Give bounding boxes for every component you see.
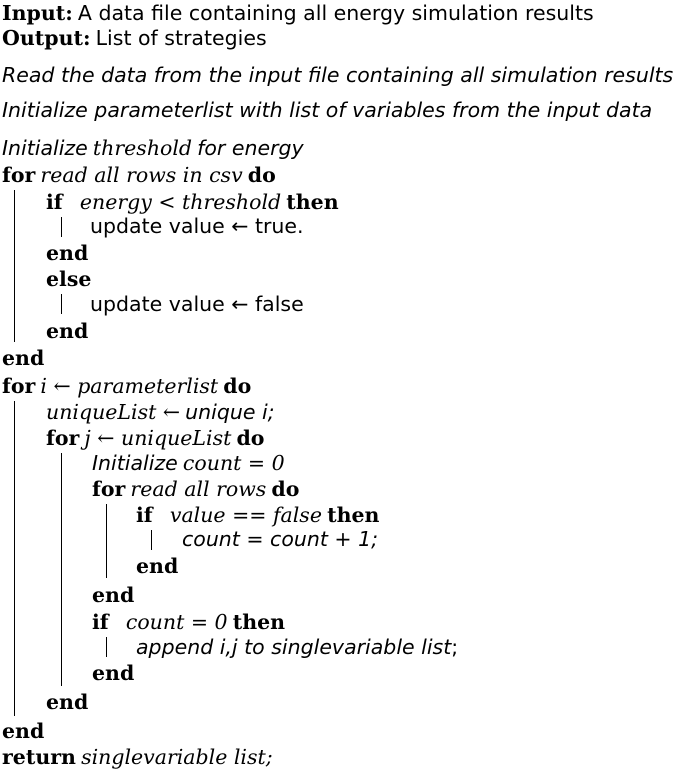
for-uniquelist-cond: j ← uniqueList	[84, 426, 232, 450]
append-line: append i,j to singlevariable list;	[136, 634, 458, 661]
input-line: Input: A data file containing all energy…	[2, 0, 594, 27]
assign-true-line: update value ← true.	[90, 214, 304, 238]
end-if2: end	[136, 554, 179, 578]
for3-scope-bar	[61, 453, 62, 686]
init-threshold-prefix: Initialize	[2, 136, 88, 160]
for-rows-csv-cond: read all rows in csv	[40, 163, 243, 187]
if2-scope-bar	[151, 530, 152, 550]
for-keyword: for	[46, 426, 80, 450]
if-value-cond: value == false	[169, 503, 322, 527]
for-all-rows-line: for read all rows do	[92, 476, 299, 503]
end-for2: end	[2, 719, 45, 743]
assign-false-line: update value ← false	[90, 292, 304, 316]
then-keyword: then	[232, 610, 286, 634]
for1-scope-bar	[14, 190, 15, 342]
unique-list-rhs: unique i;	[185, 400, 275, 424]
for-rows-csv-line: for read all rows in csv do	[2, 162, 276, 189]
if-keyword: if	[92, 610, 109, 634]
end-else: end	[46, 319, 89, 343]
step-read-data: Read the data from the input file contai…	[2, 63, 674, 87]
count-increment-line: count = count + 1;	[182, 527, 379, 551]
if-energy-cond: energy < threshold	[79, 190, 282, 214]
init-count-line: Initialize count = 0	[92, 450, 285, 477]
then-keyword: then	[286, 190, 339, 214]
for-keyword: for	[2, 374, 36, 398]
unique-list-lhs: uniqueList ←	[46, 400, 181, 424]
unique-list-line: uniqueList ← unique i;	[46, 399, 275, 426]
end-for4: end	[92, 583, 135, 607]
do-keyword: do	[247, 163, 276, 187]
if-energy-line: if energy < threshold then	[46, 189, 339, 216]
then-keyword: then	[327, 503, 380, 527]
for-uniquelist-line: for j ← uniqueList do	[46, 425, 264, 452]
for2-scope-bar	[14, 401, 15, 716]
if3-scope-bar	[106, 637, 107, 657]
if1-scope-bar	[61, 217, 62, 237]
output-text: List of strategies	[95, 26, 267, 50]
end-if3: end	[92, 661, 135, 685]
if-count-line: if count = 0 then	[92, 609, 285, 636]
input-label: Input:	[2, 1, 73, 25]
init-count-prefix: Initialize	[92, 451, 178, 475]
for-parameterlist-line: for i ← parameterlist do	[2, 373, 251, 400]
return-line: return singlevariable list;	[2, 744, 273, 771]
if-keyword: if	[136, 503, 153, 527]
return-expr: singlevariable list;	[81, 745, 273, 769]
step-init-parameterlist: Initialize parameterlist with list of va…	[2, 98, 653, 122]
for4-scope-bar	[106, 504, 107, 578]
else-scope-bar	[61, 294, 62, 314]
append-text: append i,j to singlevariable list	[136, 635, 452, 659]
end-for1: end	[2, 346, 45, 370]
append-semicolon: ;	[451, 635, 459, 659]
init-threshold-line: Initialize threshold for energy	[2, 135, 304, 162]
end-if1: end	[46, 241, 89, 265]
output-label: Output:	[2, 26, 91, 50]
return-keyword: return	[2, 745, 76, 769]
for-keyword: for	[2, 163, 36, 187]
do-keyword: do	[271, 477, 300, 501]
if-keyword: if	[46, 190, 63, 214]
else-keyword: else	[46, 267, 92, 291]
init-threshold-suffix: for energy	[197, 136, 304, 160]
do-keyword: do	[236, 426, 265, 450]
output-line: Output: List of strategies	[2, 25, 267, 52]
for-keyword: for	[92, 477, 126, 501]
do-keyword: do	[223, 374, 252, 398]
threshold-var: threshold	[92, 136, 193, 160]
for-parameterlist-cond: i ← parameterlist	[40, 374, 219, 398]
init-count-expr: count = 0	[182, 451, 285, 475]
end-for3: end	[46, 690, 89, 714]
if-count-cond: count = 0	[125, 610, 228, 634]
if-value-line: if value == false then	[136, 502, 379, 529]
for-all-rows-cond: read all rows	[130, 477, 267, 501]
input-text: A data file containing all energy simula…	[77, 1, 594, 25]
